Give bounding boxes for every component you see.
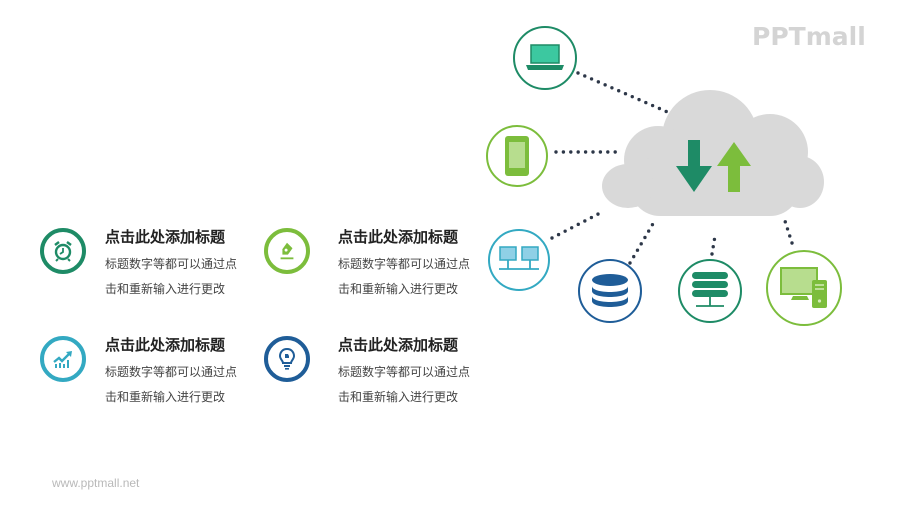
desktop-node: [766, 250, 842, 326]
item-title[interactable]: 点击此处添加标题: [338, 228, 459, 246]
alarm-clock-icon: [40, 228, 86, 274]
server-node: [678, 259, 742, 323]
lightbulb-icon: [264, 336, 310, 382]
database-node: [578, 259, 642, 323]
feature-item-4: 点击此处添加标题 标题数字等都可以通过点 击和重新输入进行更改: [264, 336, 494, 416]
smartphone-icon: [505, 136, 529, 176]
upload-arrow-icon: [717, 142, 751, 192]
cloud-shape: [600, 86, 826, 216]
item-description[interactable]: 标题数字等都可以通过点 击和重新输入进行更改: [338, 360, 498, 410]
item-desc-line-2: 击和重新输入进行更改: [338, 390, 459, 404]
database-icon: [592, 274, 628, 307]
item-title[interactable]: 点击此处添加标题: [105, 228, 226, 246]
item-description[interactable]: 标题数字等都可以通过点 击和重新输入进行更改: [105, 252, 265, 302]
item-desc-line-1: 标题数字等都可以通过点: [338, 365, 471, 379]
download-arrow-icon: [676, 140, 712, 192]
server-icon: [692, 272, 728, 307]
item-desc-line-1: 标题数字等都可以通过点: [105, 257, 238, 271]
item-description[interactable]: 标题数字等都可以通过点 击和重新输入进行更改: [338, 252, 498, 302]
item-title[interactable]: 点击此处添加标题: [105, 336, 226, 354]
item-desc-line-1: 标题数字等都可以通过点: [338, 257, 471, 271]
laptop-node: [513, 26, 577, 90]
item-description[interactable]: 标题数字等都可以通过点 击和重新输入进行更改: [105, 360, 265, 410]
network-node: [488, 229, 550, 291]
feature-item-2: 点击此处添加标题 标题数字等都可以通过点 击和重新输入进行更改: [264, 228, 494, 308]
feature-item-1: 点击此处添加标题 标题数字等都可以通过点 击和重新输入进行更改: [40, 228, 270, 308]
network-monitors-icon: [499, 246, 539, 270]
item-title[interactable]: 点击此处添加标题: [338, 336, 459, 354]
growth-chart-icon: [40, 336, 86, 382]
item-desc-line-2: 击和重新输入进行更改: [338, 282, 459, 296]
laptop-icon: [526, 44, 564, 70]
desktop-computer-icon: [780, 267, 827, 308]
footer-url: www.pptmall.net: [52, 476, 140, 490]
feature-item-3: 点击此处添加标题 标题数字等都可以通过点 击和重新输入进行更改: [40, 336, 270, 416]
pen-nib-icon: [264, 228, 310, 274]
pptmall-logo: PPTmall: [752, 22, 866, 51]
item-desc-line-2: 击和重新输入进行更改: [105, 282, 226, 296]
item-desc-line-2: 击和重新输入进行更改: [105, 390, 226, 404]
smartphone-node: [486, 125, 548, 187]
item-desc-line-1: 标题数字等都可以通过点: [105, 365, 238, 379]
